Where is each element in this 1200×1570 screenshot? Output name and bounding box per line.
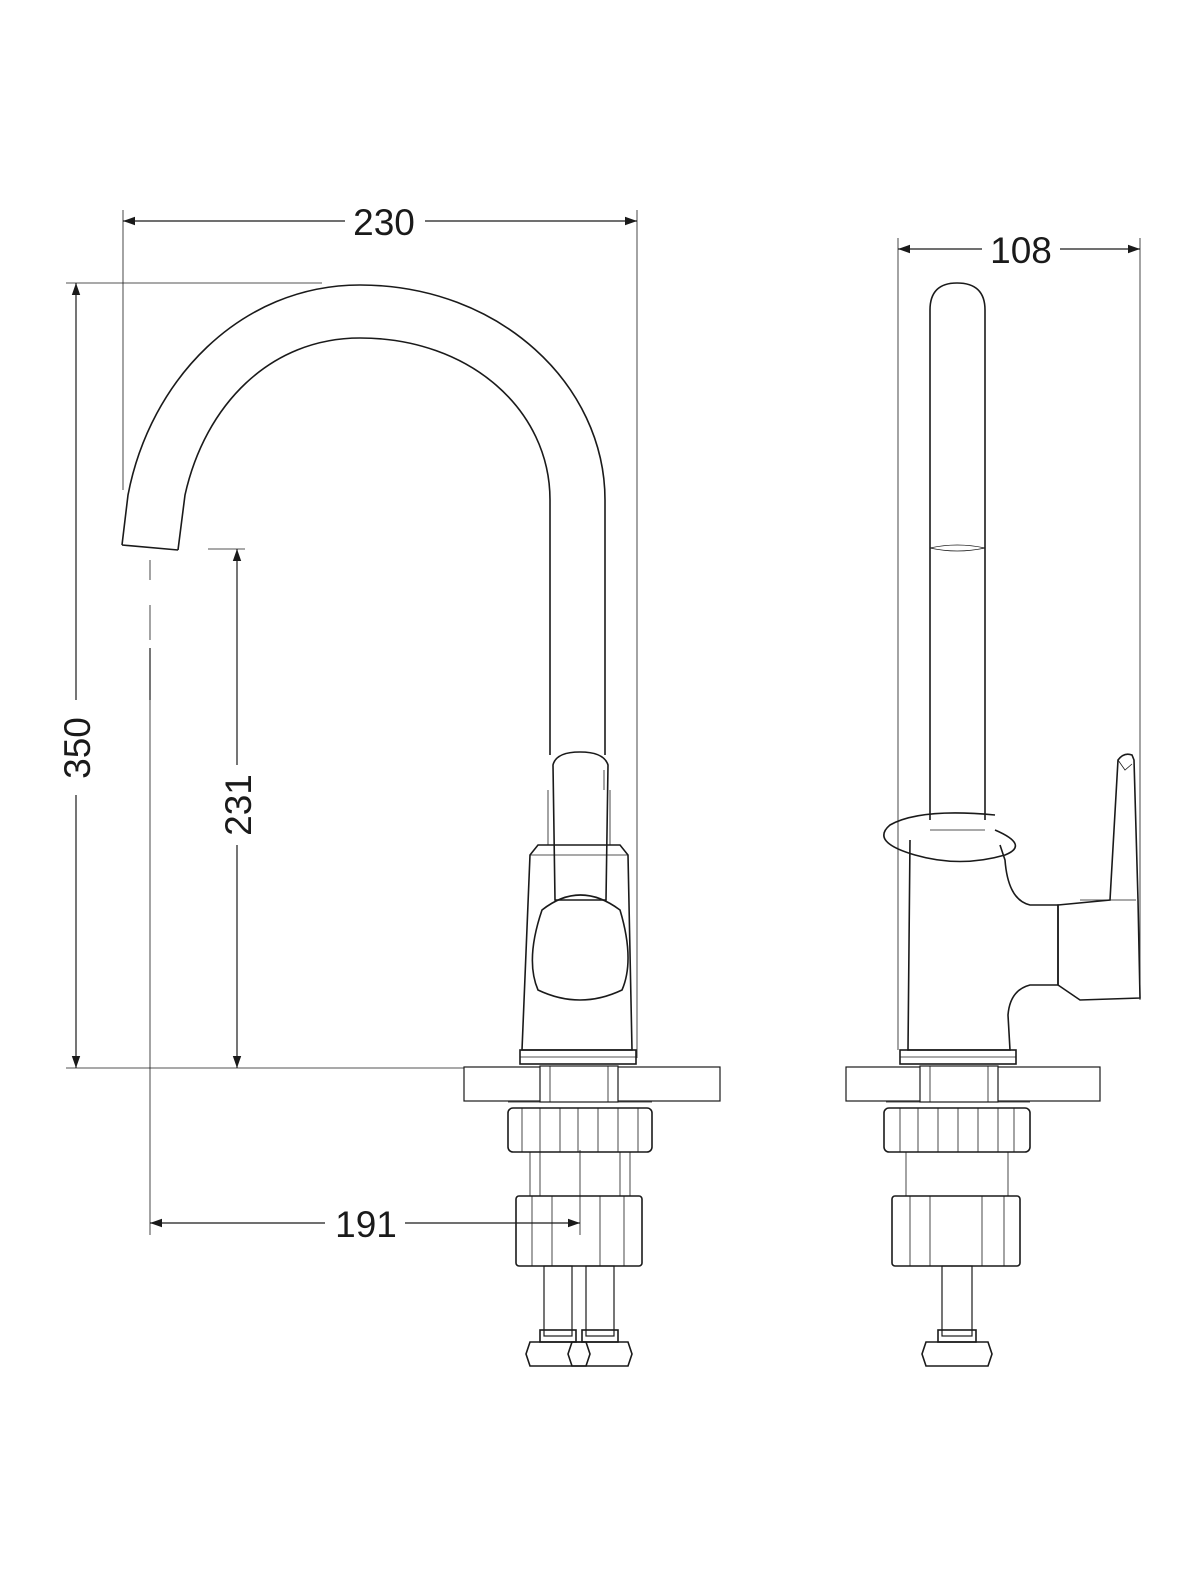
dimension-spout-reach: 191 <box>149 560 581 1245</box>
side-countertop <box>845 1065 1101 1103</box>
front-countertop <box>463 1065 721 1103</box>
dimension-overall-width: 230 <box>122 202 638 1058</box>
front-handle <box>547 751 611 901</box>
side-view <box>845 282 1141 1367</box>
dimension-spout-height: 231 <box>208 548 259 1068</box>
front-view <box>121 284 721 1367</box>
overall-width-label: 230 <box>353 202 415 243</box>
front-hoses <box>525 1265 633 1367</box>
side-spout <box>929 282 986 820</box>
side-lever <box>1057 753 1141 1001</box>
side-collar <box>883 812 1017 863</box>
side-depth-label: 108 <box>990 230 1052 271</box>
front-mount-nut <box>507 1101 653 1196</box>
dimension-overall-height: 350 <box>57 282 464 1069</box>
spout-reach-label: 191 <box>335 1204 397 1245</box>
overall-height-label: 350 <box>57 717 98 779</box>
front-body <box>519 844 637 1065</box>
dimension-side-depth: 108 <box>897 230 1141 1050</box>
front-lower-fitting <box>515 1195 643 1267</box>
front-spout <box>121 284 606 755</box>
side-mount-nut <box>883 1101 1031 1196</box>
side-lower-fitting <box>891 1195 1021 1267</box>
side-body <box>899 839 1059 1065</box>
spout-height-label: 231 <box>218 774 259 836</box>
side-hose <box>921 1265 993 1367</box>
